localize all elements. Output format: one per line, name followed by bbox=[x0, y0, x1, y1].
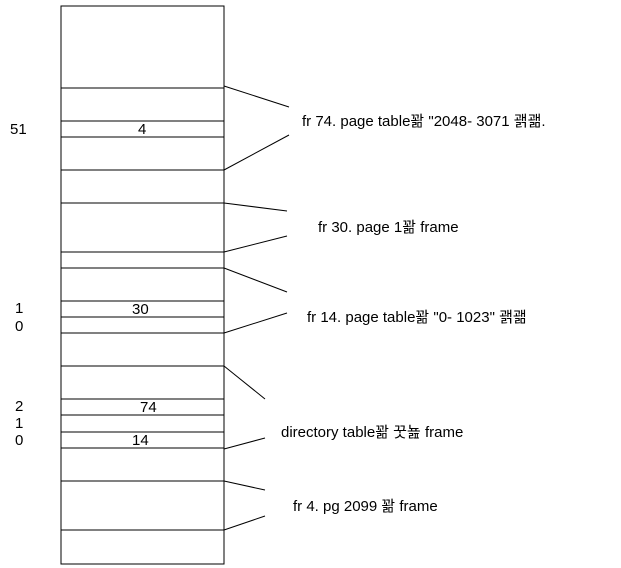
frame-divider-lines bbox=[61, 87, 224, 531]
pointer-fr74-top bbox=[223, 85, 290, 108]
annotation-fr4-pg2099: fr 4. pg 2099 꽒 frame bbox=[293, 498, 438, 515]
left-label-0b: 0 bbox=[15, 432, 23, 449]
pointer-fr4-top bbox=[223, 480, 266, 491]
cell-value-30: 30 bbox=[132, 301, 149, 318]
pointer-lines bbox=[223, 85, 290, 531]
annotation-fr14-page-table: fr 14. page table꽒 "0- 1023" 괡괢 bbox=[307, 309, 527, 326]
annotation-directory-table: directory table꽒 꿋뇶 frame bbox=[281, 424, 463, 441]
left-label-2: 2 bbox=[15, 398, 23, 415]
cell-value-14: 14 bbox=[132, 432, 149, 449]
annotation-fr74-page-table: fr 74. page table꽒 "2048- 3071 괡괢. bbox=[302, 113, 546, 130]
annotation-fr30-page1: fr 30. page 1꽒 frame bbox=[318, 219, 459, 236]
pointer-directory-bottom bbox=[223, 437, 266, 450]
left-label-0a: 0 bbox=[15, 318, 23, 335]
pointer-fr30-top bbox=[223, 202, 288, 212]
pointer-fr74-bottom bbox=[223, 134, 290, 171]
cell-value-74: 74 bbox=[140, 399, 157, 416]
pointer-fr14-top bbox=[223, 267, 288, 293]
left-label-1b: 1 bbox=[15, 415, 23, 432]
left-label-1a: 1 bbox=[15, 300, 23, 317]
pointer-fr30-bottom bbox=[223, 235, 288, 253]
pointer-fr4-bottom bbox=[223, 515, 266, 531]
memory-column bbox=[60, 5, 225, 565]
pointer-fr14-bottom bbox=[223, 312, 288, 334]
pointer-directory-top bbox=[223, 365, 266, 400]
cell-value-4: 4 bbox=[138, 121, 146, 138]
left-label-51: 51 bbox=[10, 121, 27, 138]
